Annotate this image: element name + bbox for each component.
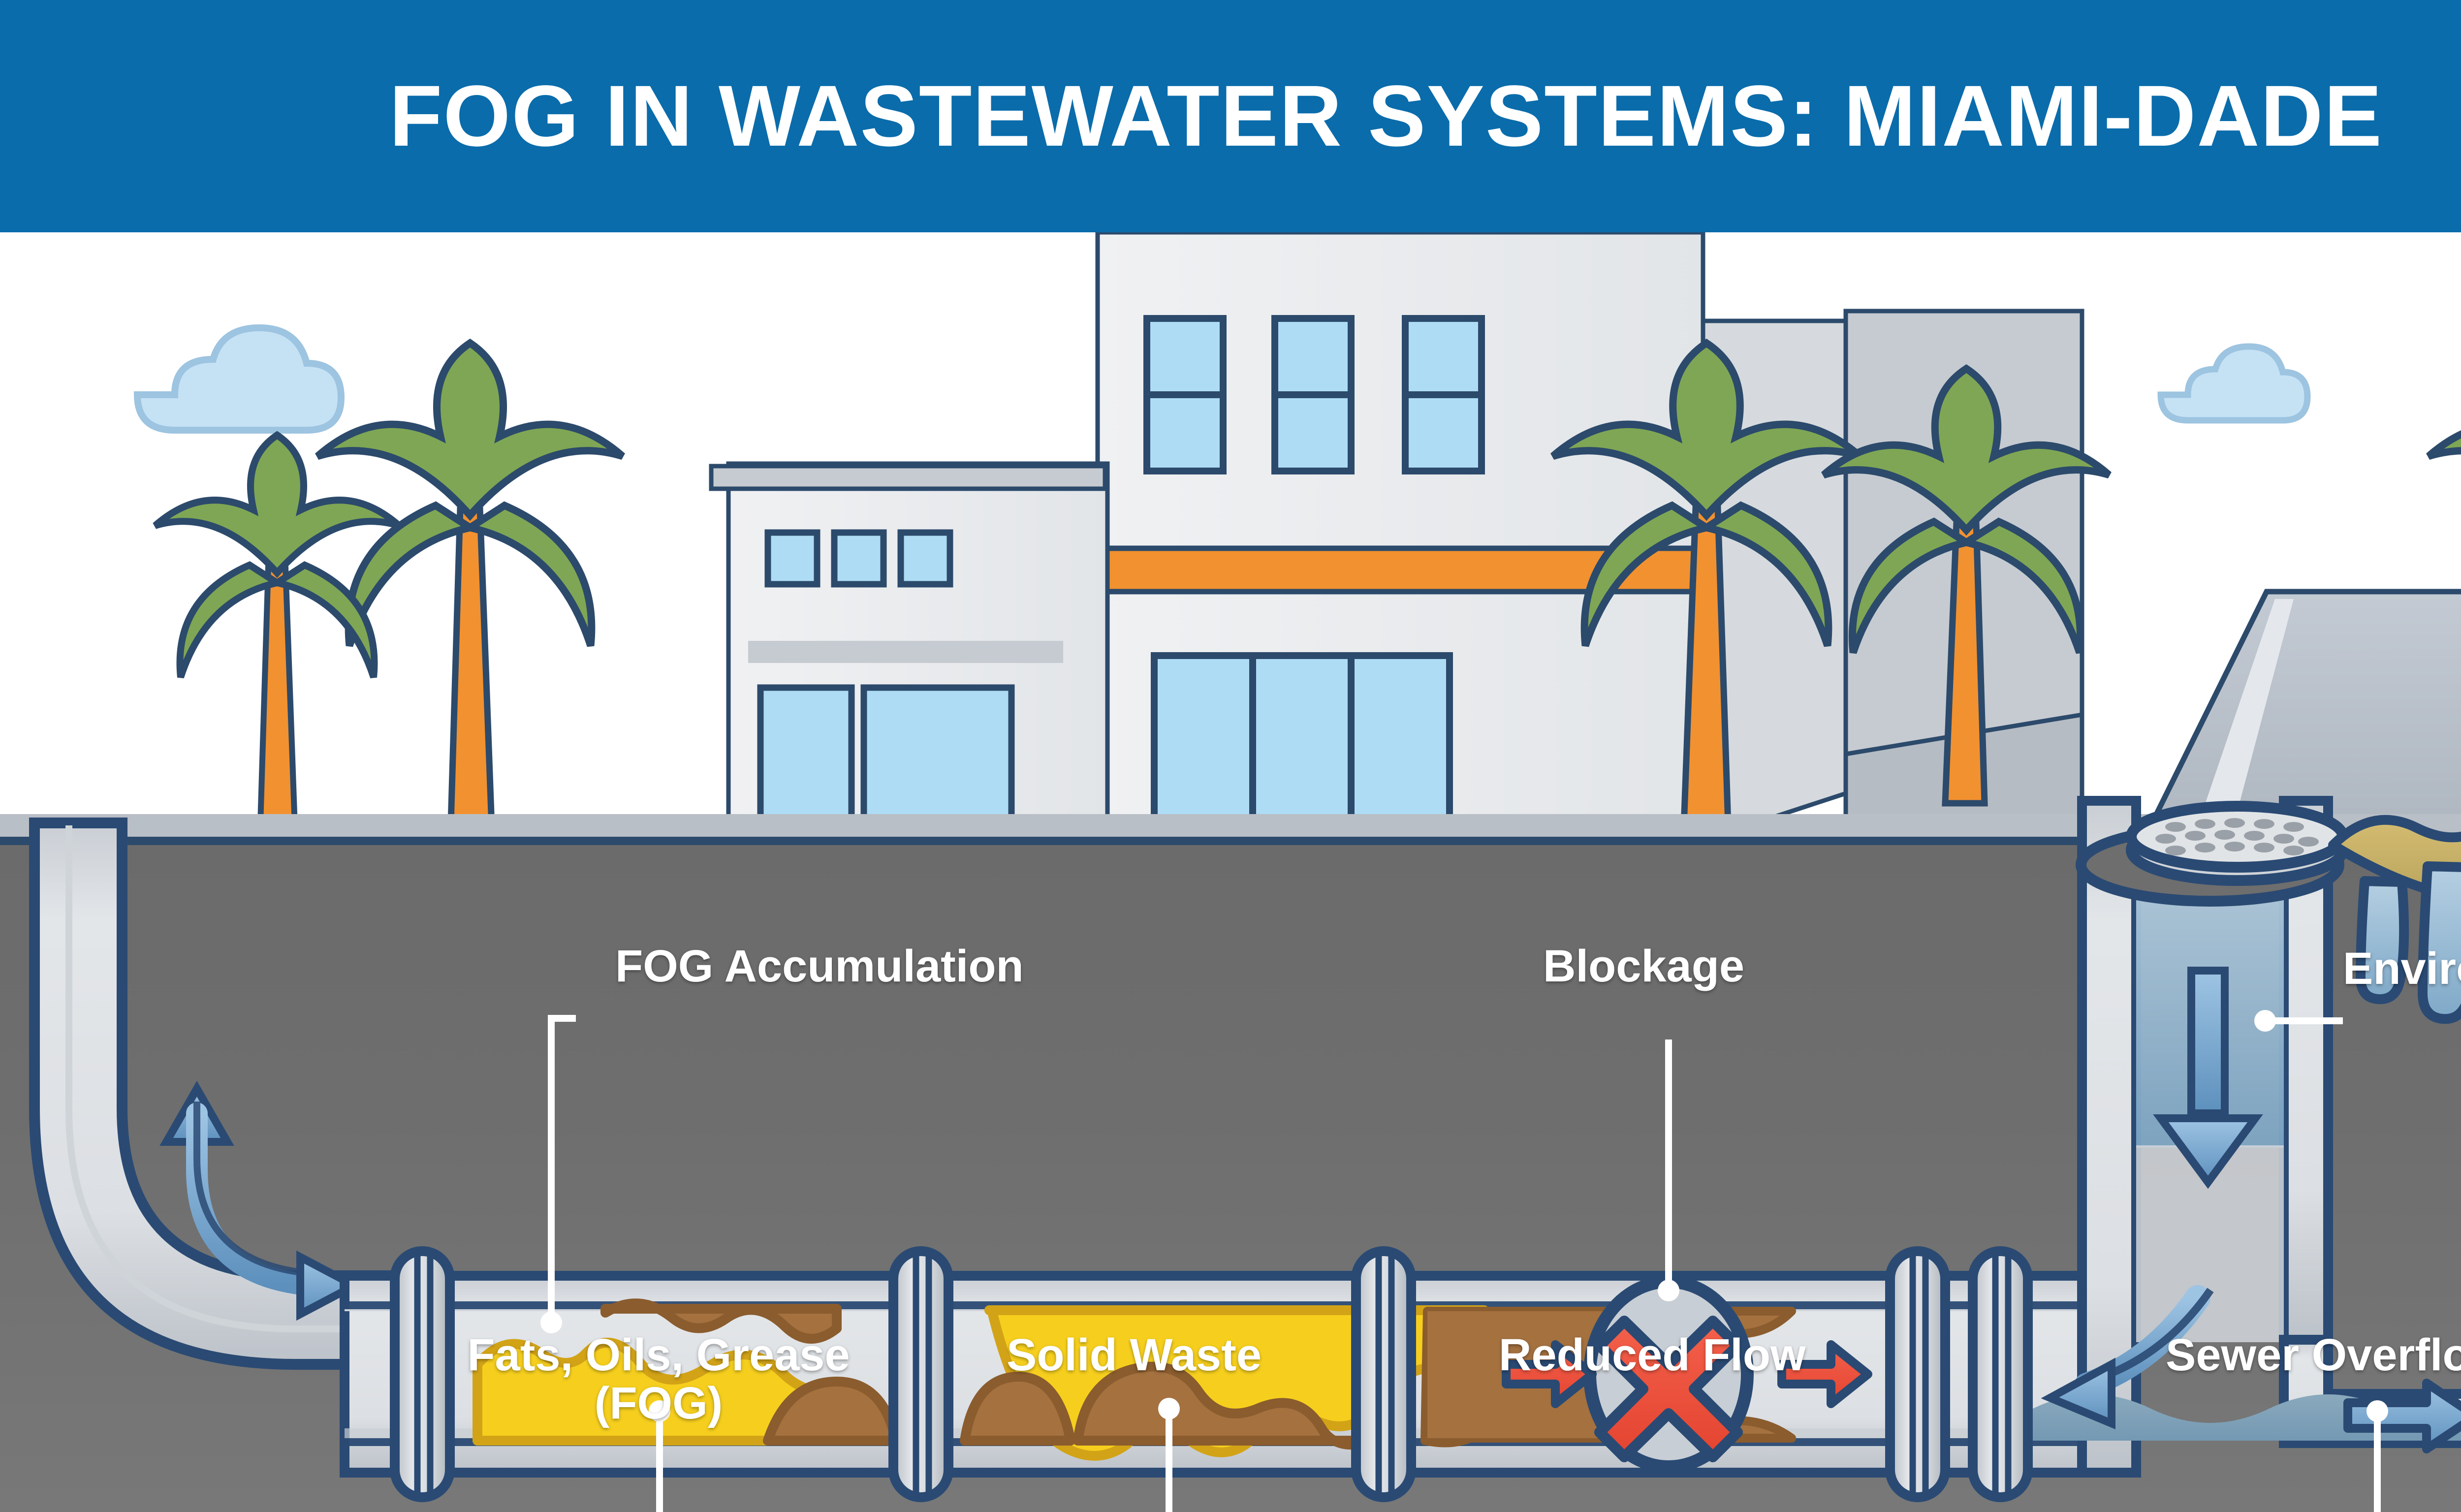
leader-fog-accumulation — [548, 1015, 576, 1318]
road-edge-line-left — [2193, 599, 2294, 840]
label-fog-line-2: (FOG) — [594, 1378, 723, 1428]
window-group-upper — [1143, 315, 1485, 474]
roof-ledge — [709, 464, 1107, 491]
solid-waste-segment-1 — [600, 1298, 901, 1446]
pipe-flange-2 — [888, 1246, 953, 1502]
label-solid-waste: Solid Waste — [1007, 1330, 1262, 1380]
building-lowrise-left — [709, 461, 1110, 844]
cloud-right — [2157, 343, 2311, 424]
pipe-flange-4 — [1885, 1246, 1950, 1502]
flow-arrow-shaft-down — [2153, 967, 2263, 1189]
label-environment: Environment — [2343, 944, 2461, 994]
label-blockage: Blockage — [1543, 941, 1745, 991]
reduced-flow-arrow-left — [1502, 1340, 1597, 1408]
label-fog-line-1: Fats, Oils, Grease — [467, 1330, 850, 1380]
title-banner: FOG IN WASTEWATER SYSTEMS: MIAMI-DADE — [0, 0, 2461, 232]
wastewater-diagram — [0, 232, 2461, 1512]
label-fats-oils-grease: Fats, Oils, Grease (FOG) — [412, 1331, 905, 1427]
road — [2139, 589, 2461, 843]
palm-tree-4 — [1821, 364, 2112, 807]
label-fog-accumulation: FOG Accumulation — [615, 941, 1024, 991]
manhole-cover-holes — [2155, 818, 2319, 855]
flow-arrow-curve-right — [2041, 1285, 2214, 1429]
reduced-flow-arrow-right — [1777, 1340, 1872, 1408]
palm-tree-3 — [1550, 339, 1862, 844]
cloud-left — [133, 324, 345, 434]
palm-tree-1 — [315, 338, 625, 844]
pipe-elbow-left — [29, 818, 414, 1370]
solid-waste-segment-2 — [960, 1361, 1381, 1450]
signage-band — [748, 641, 1063, 663]
flow-arrow-outfall — [2343, 1379, 2461, 1453]
pipe-flange-5 — [1968, 1246, 2033, 1502]
sewer-overflow-spill — [2328, 815, 2461, 1024]
pipe-flange-1 — [390, 1246, 455, 1502]
blockage-icon-x-circle[interactable] — [1583, 1275, 1754, 1473]
manhole-shaft — [2076, 796, 2348, 1478]
ground-line — [0, 837, 2461, 845]
fog-deposit-segment-1 — [473, 1337, 847, 1446]
pipe-flange-3 — [1351, 1246, 1416, 1502]
flow-arrow-elbow — [159, 1080, 363, 1321]
page-title: FOG IN WASTEWATER SYSTEMS: MIAMI-DADE — [389, 68, 2383, 164]
palm-tree-2 — [153, 431, 402, 843]
label-sewer-overflow: Sewer Overflow — [2166, 1330, 2461, 1380]
leader-lines — [540, 1010, 2388, 1512]
manhole-cover-icon — [2126, 801, 2348, 886]
label-reduced-flow: Reduced Flow — [1499, 1330, 1806, 1380]
